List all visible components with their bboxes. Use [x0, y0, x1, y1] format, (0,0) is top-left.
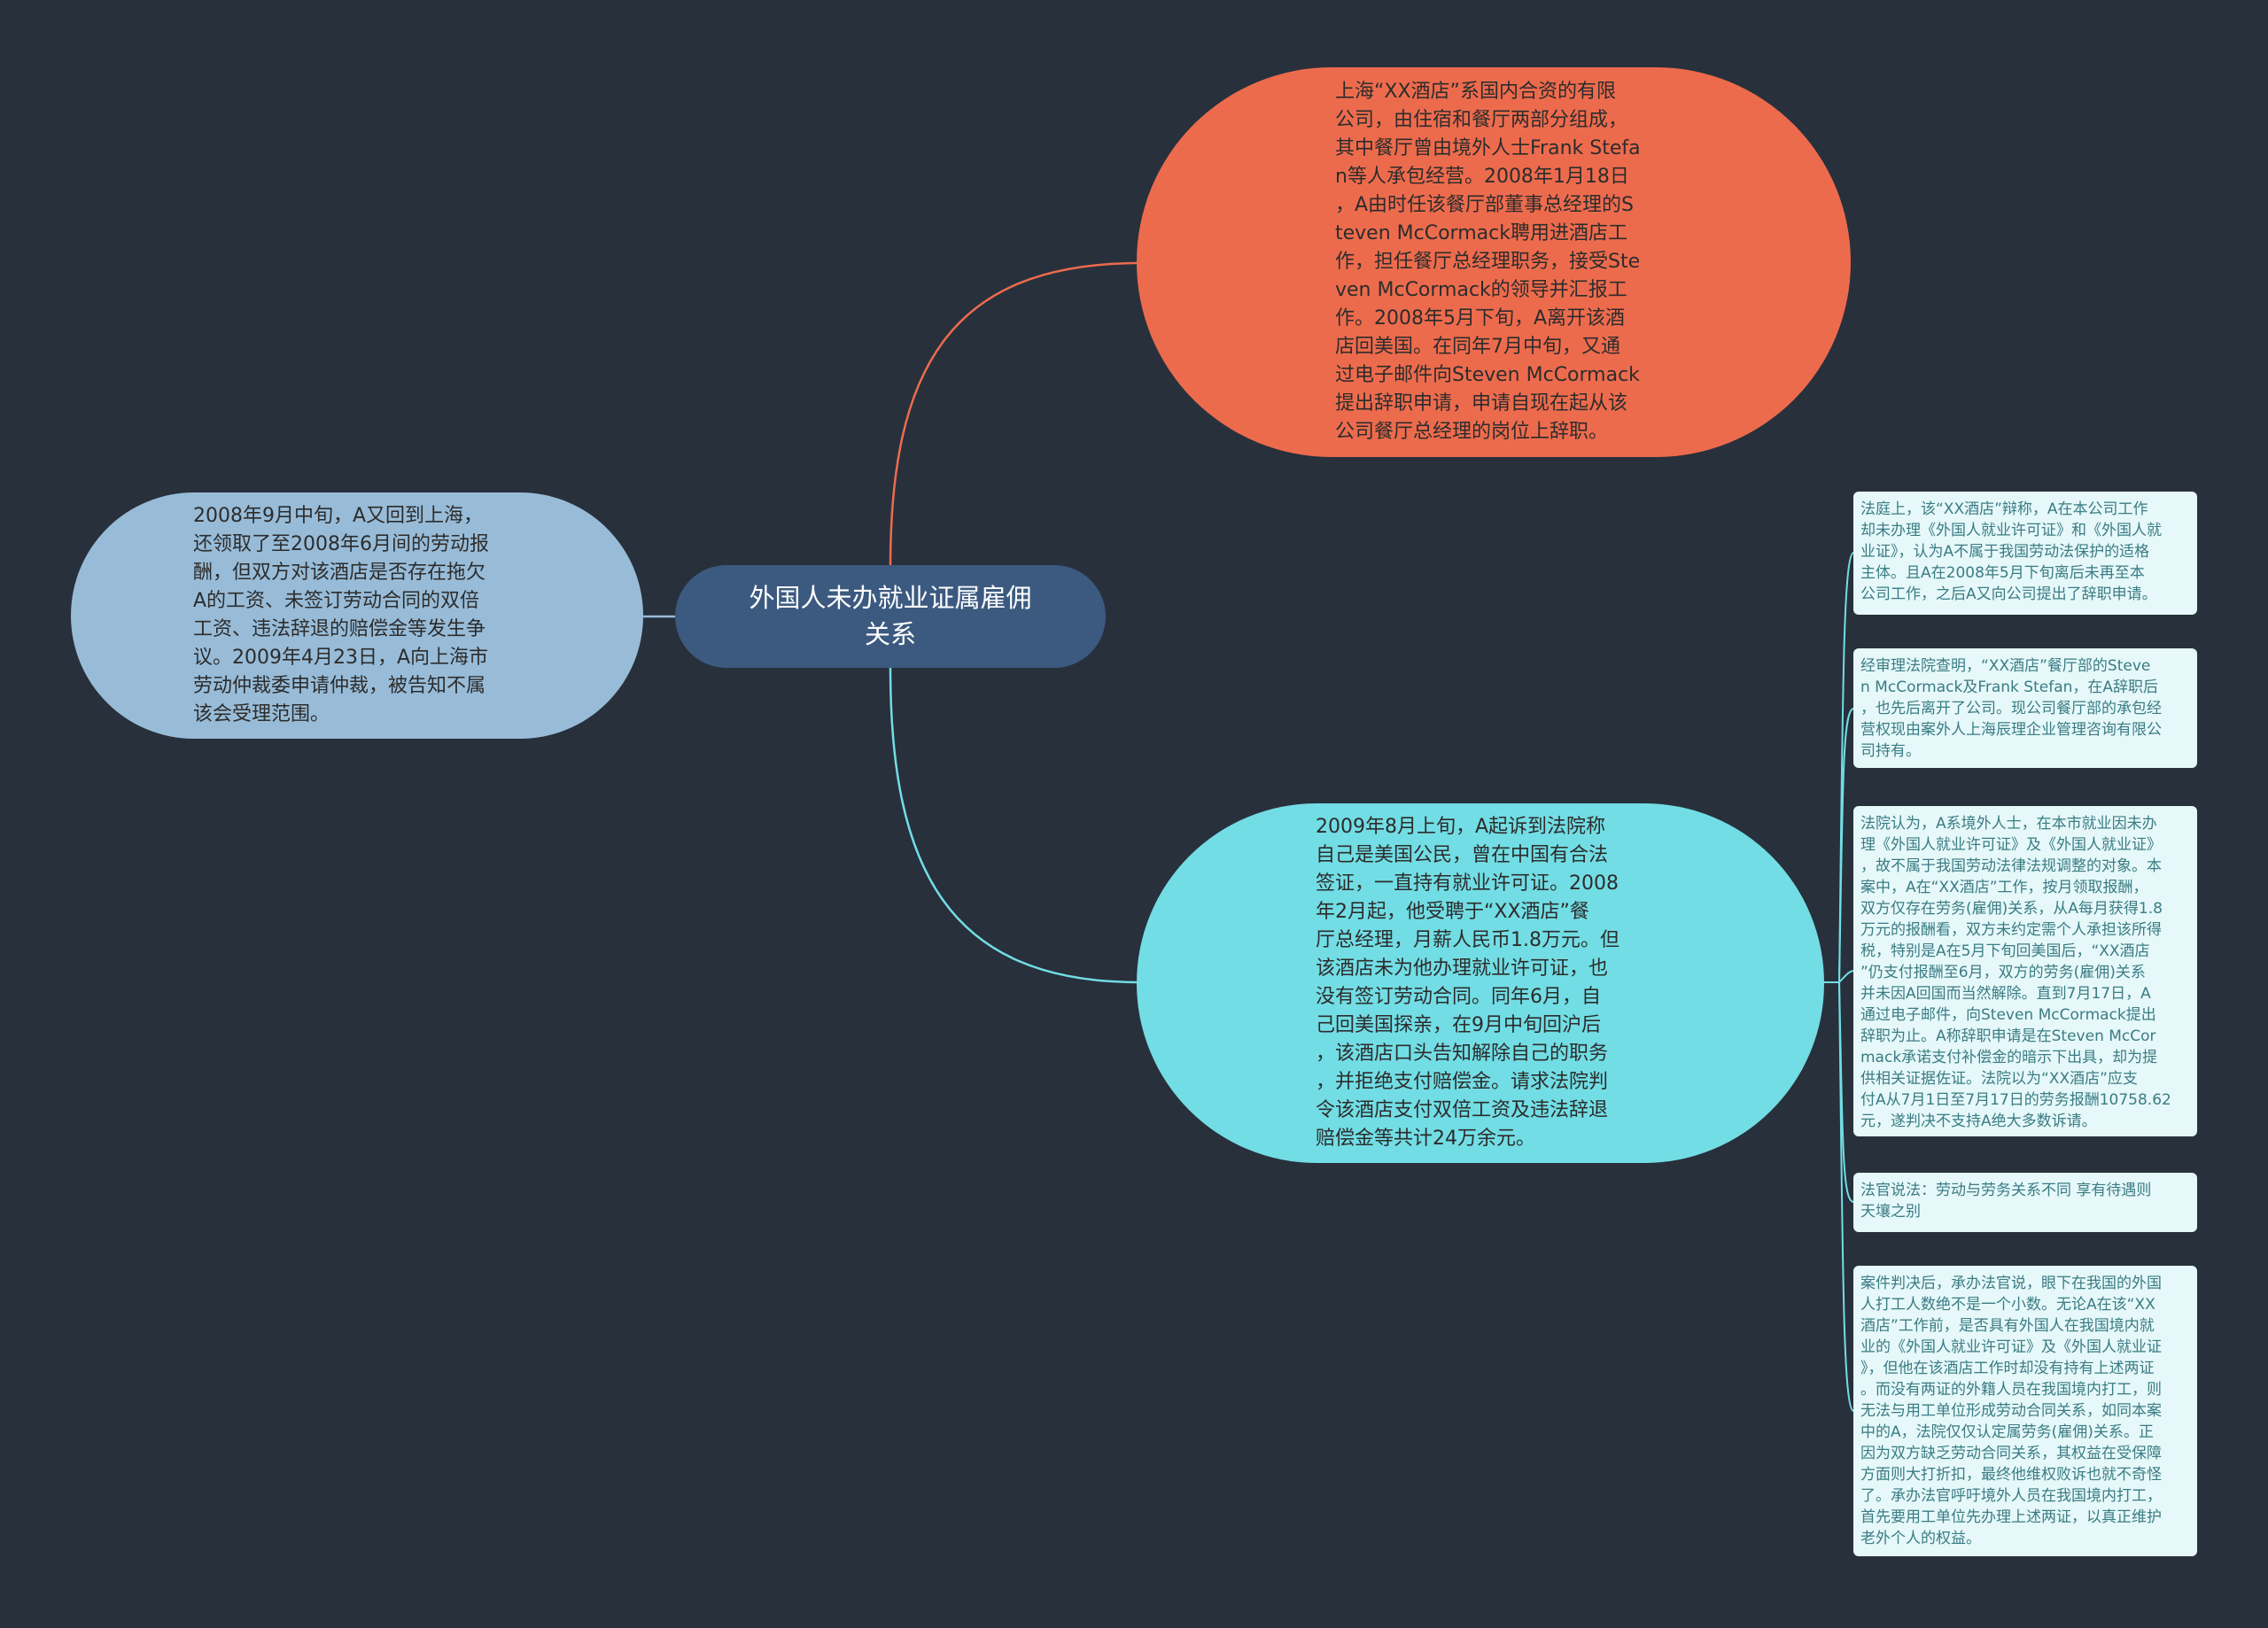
connector-leaf-2 [1838, 708, 1854, 983]
leaf-court-opinion[interactable]: 法院认为，A系境外人士，在本市就业因未办 理《外国人就业许可证》及《外国人就业证… [1853, 806, 2197, 1136]
connector-leaf-5 [1838, 981, 1854, 1412]
leaf-hotel-defense[interactable]: 法庭上，该“XX酒店”辩称，A在本公司工作 却未办理《外国人就业许可证》和《外国… [1853, 492, 2197, 615]
leaf-judge-advice-text: 案件判决后，承办法官说，眼下在我国的外国 人打工人数绝不是一个小数。无论A在该“… [1860, 1275, 2162, 1547]
branch-lawsuit[interactable]: 2009年8月上旬，A起诉到法院称 自己是美国公民，曾在中国有合法 签证，一直持… [1137, 803, 1824, 1163]
connector-leaf-1 [1838, 552, 1854, 983]
leaf-hotel-defense-text: 法庭上，该“XX酒店”辩称，A在本公司工作 却未办理《外国人就业许可证》和《外国… [1860, 500, 2162, 603]
connector-center-to-bottom [889, 667, 1138, 984]
connector-center-to-top [889, 261, 1138, 568]
leaf-court-opinion-text: 法院认为，A系境外人士，在本市就业因未办 理《外国人就业许可证》及《外国人就业证… [1860, 815, 2171, 1130]
branch-hotel-background-text: 上海“XX酒店”系国内合资的有限 公司，由住宿和餐厅两部分组成， 其中餐厅曾由境… [1335, 81, 1641, 443]
central-topic[interactable]: 外国人未办就业证属雇佣 关系 [675, 565, 1106, 668]
leaf-court-findings[interactable]: 经审理法院查明，“XX酒店”餐厅部的Steve n McCormack及Fran… [1853, 648, 2197, 768]
central-topic-label: 外国人未办就业证属雇佣 关系 [749, 583, 1032, 649]
branch-arbitration-text: 2008年9月中旬，A又回到上海， 还领取了至2008年6月间的劳动报 酬，但双… [193, 505, 489, 725]
branch-hotel-background[interactable]: 上海“XX酒店”系国内合资的有限 公司，由住宿和餐厅两部分组成， 其中餐厅曾由境… [1137, 67, 1851, 457]
leaf-judge-advice[interactable]: 案件判决后，承办法官说，眼下在我国的外国 人打工人数绝不是一个小数。无论A在该“… [1853, 1266, 2197, 1556]
leaf-judge-comment[interactable]: 法官说法：劳动与劳务关系不同 享有待遇则 天壤之别 [1853, 1173, 2197, 1232]
branch-arbitration[interactable]: 2008年9月中旬，A又回到上海， 还领取了至2008年6月间的劳动报 酬，但双… [71, 492, 643, 739]
connector-leaf-3 [1838, 970, 1854, 983]
branch-lawsuit-text: 2009年8月上旬，A起诉到法院称 自己是美国公民，曾在中国有合法 签证，一直持… [1316, 816, 1619, 1150]
leaf-court-findings-text: 经审理法院查明，“XX酒店”餐厅部的Steve n McCormack及Fran… [1860, 657, 2162, 760]
leaf-judge-comment-text: 法官说法：劳动与劳务关系不同 享有待遇则 天壤之别 [1860, 1182, 2152, 1221]
